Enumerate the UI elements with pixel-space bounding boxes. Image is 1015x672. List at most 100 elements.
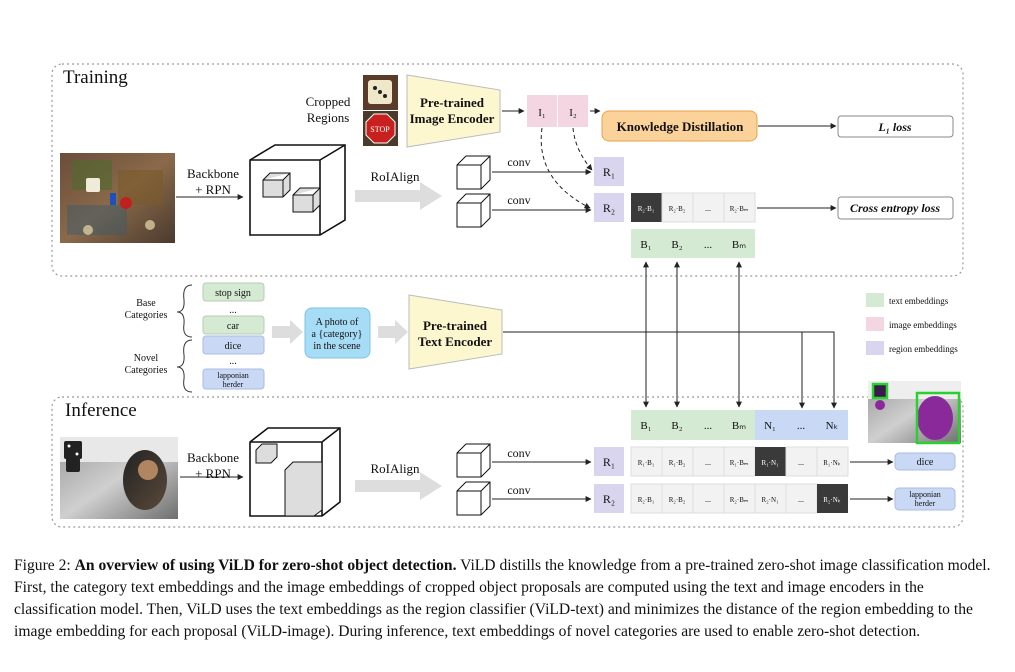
svg-text:Cross entropy loss: Cross entropy loss xyxy=(850,201,940,215)
category-item: car xyxy=(227,321,240,332)
vild-overview-diagram: Training Backbone + RPN RoIAlign conv co… xyxy=(51,63,964,528)
base-category-list: stop sign ... car xyxy=(202,282,265,335)
embedding-cell: N₁ xyxy=(764,420,776,432)
score-cell: R₂·B₁ xyxy=(638,496,655,504)
training-frame xyxy=(51,63,964,277)
detection-result-image xyxy=(868,381,961,445)
dice-bounding-box xyxy=(871,382,889,400)
svg-text:R₂: R₂ xyxy=(603,492,615,506)
inference-feature-cube xyxy=(249,427,341,517)
training-score-cell: ... xyxy=(705,204,711,213)
category-item: stop sign xyxy=(215,288,251,299)
caption-prefix: Figure 2: xyxy=(14,557,75,574)
embedding-cell: ... xyxy=(704,420,713,432)
output-label-1 xyxy=(894,452,956,471)
svg-text:I₂: I₂ xyxy=(569,107,577,119)
category-item: dice xyxy=(225,341,242,352)
dog-bounding-box xyxy=(915,391,961,445)
training-score-cell: R₂·Bₘ xyxy=(730,205,748,213)
training-base-embeddings: B₁ B₂ ... Bₘ xyxy=(631,229,755,258)
svg-text:R₂: R₂ xyxy=(603,201,615,215)
embedding-cell: B₁ xyxy=(640,420,651,432)
legend-item: region embeddings xyxy=(889,344,958,354)
svg-text:dice: dice xyxy=(917,457,934,468)
base-embedding-cell: ... xyxy=(704,239,713,251)
figure-caption: Figure 2: An overview of using ViLD for … xyxy=(14,555,1004,643)
base-embedding-cell: B₁ xyxy=(640,239,651,251)
score-cell: ... xyxy=(798,458,804,467)
score-cell: ... xyxy=(705,458,711,467)
output-label-2 xyxy=(894,487,956,511)
score-cell: R₂·N₁ xyxy=(762,496,779,504)
inference-roialign-arrow xyxy=(355,472,442,500)
stop-sign-in-image xyxy=(120,197,132,209)
embedding-cell: Bₘ xyxy=(732,420,746,432)
training-backbone-label: Backbone xyxy=(187,166,239,181)
score-cell: R₁·Nₖ xyxy=(823,459,840,467)
training-conv-2: conv xyxy=(507,193,530,207)
l1-loss-box xyxy=(837,115,954,138)
novel-category-list: dice ... lapponian herder xyxy=(202,335,265,390)
training-label: Training xyxy=(63,67,128,88)
training-conv-1: conv xyxy=(507,155,530,169)
cropped-dice-image xyxy=(363,75,398,110)
score-cell: R₂·Bₘ xyxy=(730,496,748,504)
training-input-image xyxy=(60,153,175,243)
category-item: ... xyxy=(229,305,237,316)
score-cell: ... xyxy=(798,495,804,504)
inference-roi-cubes xyxy=(456,443,491,516)
svg-text:A photo of: A photo of xyxy=(316,317,359,328)
training-region-1 xyxy=(594,157,624,186)
legend-item: image embeddings xyxy=(889,320,957,330)
image-embedding-2 xyxy=(558,95,588,127)
inference-input-image xyxy=(60,437,178,519)
score-cell: R₁·Bₘ xyxy=(730,459,748,467)
inference-frame xyxy=(51,396,964,528)
score-cell: R₂·B₂ xyxy=(669,496,686,504)
image-embedding-1 xyxy=(527,95,557,127)
training-region-2 xyxy=(594,193,624,222)
score-cell: R₁·B₁ xyxy=(638,459,655,467)
svg-text:lapponian: lapponian xyxy=(217,371,249,380)
image-encoder xyxy=(406,74,501,148)
svg-text:STOP: STOP xyxy=(370,125,390,134)
training-roi-cubes xyxy=(456,155,491,228)
inference-score-row-2: R₂·B₁ R₂·B₂ ... R₂·Bₘ R₂·N₁ ... R₂·Nₖ xyxy=(630,483,848,514)
base-embedding-cell: Bₘ xyxy=(732,239,746,251)
svg-text:in the scene: in the scene xyxy=(313,341,361,352)
training-score-row: R₂·B₁ R₂·B₂ ... R₂·Bₘ xyxy=(631,192,756,223)
novel-categories-label: Novel xyxy=(134,353,159,364)
svg-text:herder: herder xyxy=(915,499,936,508)
text-encoder xyxy=(408,294,503,370)
svg-text:a {category}: a {category} xyxy=(312,329,363,340)
svg-text:Pre-trained: Pre-trained xyxy=(423,318,488,333)
score-cell: R₁·N₁ xyxy=(762,459,779,467)
inference-region-2 xyxy=(594,484,624,513)
inference-conv-1: conv xyxy=(507,446,530,460)
svg-text:+ RPN: + RPN xyxy=(195,466,231,481)
training-roialign-label: RoIAlign xyxy=(370,169,420,184)
caption-body: ViLD distills the knowledge from a pre-t… xyxy=(14,557,991,640)
dice-in-image xyxy=(86,178,100,192)
inference-score-row-1: R₁·B₁ R₁·B₂ ... R₁·Bₘ R₁·N₁ ... R₁·Nₖ xyxy=(630,446,849,477)
svg-text:L₁ loss: L₁ loss xyxy=(877,120,912,134)
svg-text:Pre-trained: Pre-trained xyxy=(420,95,485,110)
svg-text:R₁: R₁ xyxy=(603,455,615,469)
score-cell: ... xyxy=(705,495,711,504)
svg-text:R₁: R₁ xyxy=(603,165,615,179)
base-embedding-cell: B₂ xyxy=(671,239,682,251)
cropped-stop-sign-image: STOP xyxy=(363,111,398,146)
training-score-cell: R₂·B₂ xyxy=(669,205,686,213)
embedding-cell: Nₖ xyxy=(826,420,839,432)
inference-conv-2: conv xyxy=(507,483,530,497)
svg-text:Regions: Regions xyxy=(307,110,350,125)
category-item: ... xyxy=(229,356,237,367)
score-cell: R₁·B₂ xyxy=(669,459,686,467)
svg-text:Image Encoder: Image Encoder xyxy=(410,111,495,126)
svg-text:Knowledge Distillation: Knowledge Distillation xyxy=(617,119,745,134)
cross-entropy-loss-box xyxy=(837,196,954,220)
svg-text:Backbone: Backbone xyxy=(187,450,239,465)
inference-region-1 xyxy=(594,447,624,476)
svg-text:+ RPN: + RPN xyxy=(195,182,231,197)
svg-text:Categories: Categories xyxy=(125,310,168,321)
